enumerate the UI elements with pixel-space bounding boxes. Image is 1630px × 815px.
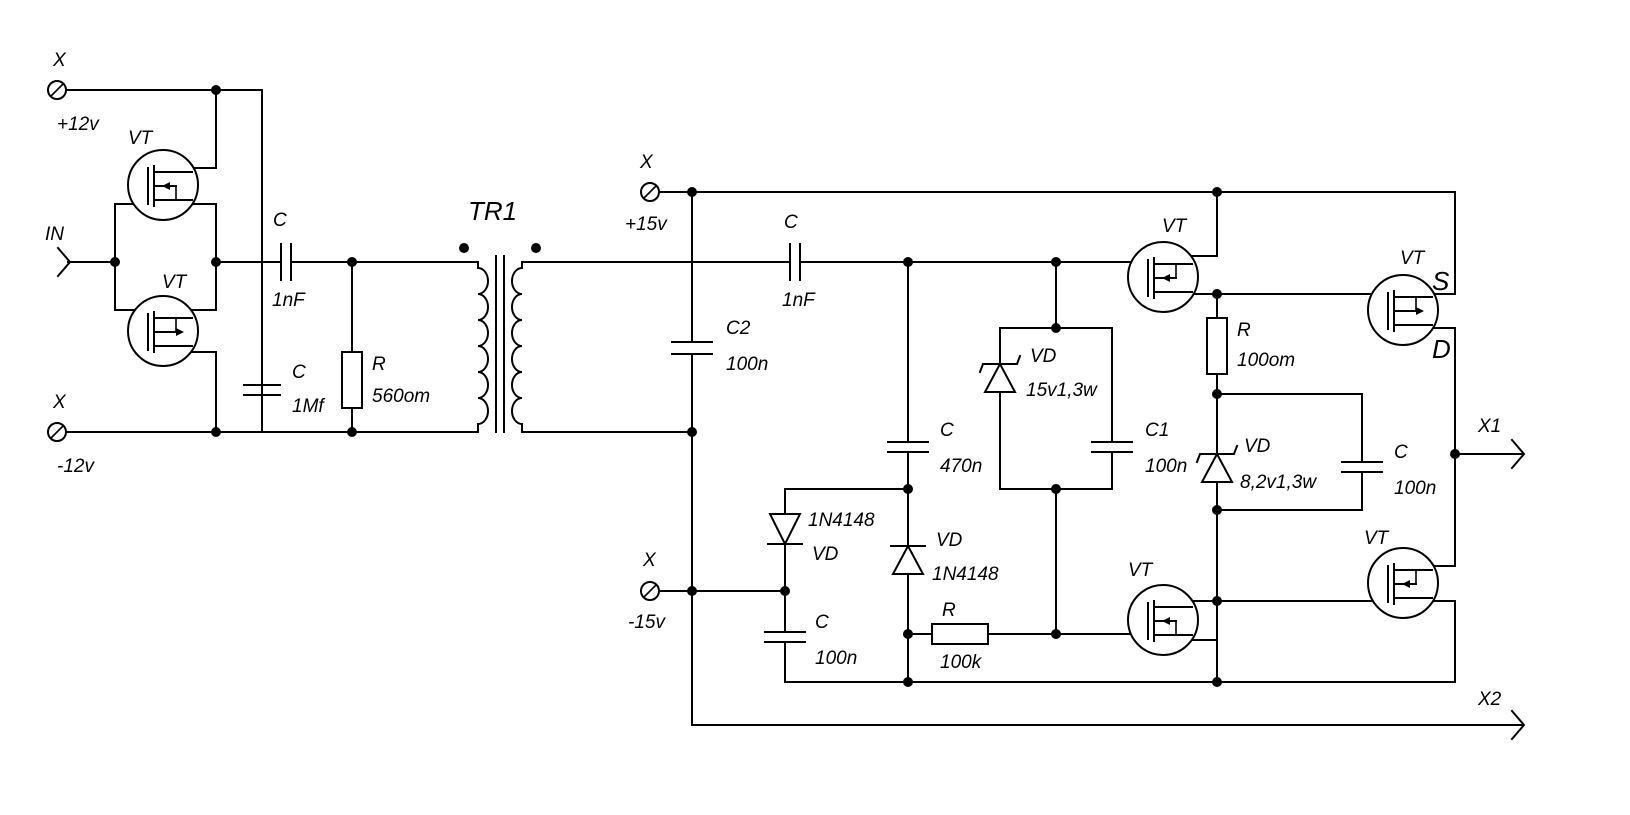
label-x2: X2 <box>1477 689 1502 710</box>
label-source-pin: S <box>1432 266 1450 296</box>
label-zener-82-value: 8,2v1,3w <box>1240 472 1317 493</box>
label-c-right-value: 100n <box>1394 478 1436 499</box>
mosfet-vt5 <box>1367 274 1439 346</box>
label-zener-15-value: 15v1,3w <box>1026 380 1098 401</box>
label-minus12v: -12v <box>57 456 95 477</box>
label-c2-value: 100n <box>726 354 768 375</box>
mosfet-vt3 <box>1127 241 1199 313</box>
label-x-plus15: X <box>639 152 654 173</box>
label-diode-left-name: 1N4148 <box>808 510 875 531</box>
input-arrow <box>56 246 72 278</box>
label-c-right-name: C <box>1394 442 1408 463</box>
zener-8v2 <box>1195 444 1239 483</box>
label-r-560-name: R <box>372 354 386 375</box>
label-drain-pin: D <box>1432 334 1451 364</box>
label-plus15v: +15v <box>625 214 668 235</box>
resistor-r-100k <box>931 623 989 645</box>
label-vt2: VT <box>162 272 188 293</box>
label-zener-15-name: VD <box>1030 346 1057 367</box>
capacitor-c-1mf <box>243 384 281 396</box>
wires-right <box>521 191 1523 726</box>
label-vt3: VT <box>1162 216 1188 237</box>
capacitor-c-470n <box>886 441 930 453</box>
terminal-minus12 <box>47 422 67 442</box>
terminal-minus15 <box>640 581 660 601</box>
label-vt6: VT <box>1364 528 1390 549</box>
label-vt5: VT <box>1400 248 1426 269</box>
label-c-1mf-name: C <box>292 362 306 383</box>
label-r-100om-name: R <box>1237 320 1251 341</box>
label-zener-82-name: VD <box>1244 436 1271 457</box>
label-c-470n-name: C <box>940 420 954 441</box>
label-r-100om-value: 100om <box>1237 350 1295 371</box>
label-c-470n-value: 470n <box>940 456 982 477</box>
label-vt4: VT <box>1128 560 1154 581</box>
label-c1-name: C1 <box>1145 420 1169 441</box>
mosfet-vt1 <box>127 149 199 221</box>
capacitor-c-100n-bottom <box>763 631 807 643</box>
label-x1: X1 <box>1477 416 1501 437</box>
labels: X +12v X -12v IN VT VT C 1nF C 1Mf R 560… <box>45 50 1502 710</box>
label-c-1nf-left-value: 1nF <box>272 290 306 311</box>
diode-1n4148-left <box>767 513 803 547</box>
label-in: IN <box>45 224 64 245</box>
mosfet-vt6 <box>1367 547 1439 619</box>
resistor-r-560om <box>341 351 363 409</box>
label-r-560-value: 560om <box>372 386 430 407</box>
capacitor-c-100n-right <box>1340 461 1384 473</box>
label-r-100k-value: 100k <box>940 652 983 673</box>
label-c-1mf-value: 1Mf <box>292 396 325 417</box>
label-c-1nf-left-name: C <box>273 210 287 231</box>
zener-15v <box>978 354 1022 393</box>
output-arrow-x1 <box>1510 438 1526 470</box>
label-r-100k-name: R <box>942 600 956 621</box>
label-tr1: TR1 <box>468 196 517 226</box>
label-c-bottom-value: 100n <box>815 648 857 669</box>
output-arrow-x2 <box>1510 709 1526 741</box>
capacitor-c-1nf-left <box>280 243 292 281</box>
mosfet-vt2 <box>127 295 199 367</box>
capacitor-c-1nf-right <box>789 243 801 281</box>
capacitor-c2-100n <box>670 341 714 355</box>
junction-dots <box>110 85 1460 687</box>
label-c2-name: C2 <box>726 318 751 339</box>
diode-1n4148-mid <box>890 543 926 575</box>
label-c-1nf-right-value: 1nF <box>782 290 816 311</box>
label-x-plus12: X <box>52 50 67 71</box>
resistor-r-100om <box>1206 317 1228 375</box>
mosfet-vt4 <box>1127 584 1199 656</box>
label-x-minus12: X <box>52 392 67 413</box>
label-minus15v: -15v <box>628 612 666 633</box>
label-vt1: VT <box>128 128 154 149</box>
transformer-tr1 <box>459 243 541 433</box>
label-diode-mid-name: VD <box>936 530 963 551</box>
terminal-plus12 <box>47 80 67 100</box>
label-c-bottom-name: C <box>815 612 829 633</box>
capacitor-c1-100n <box>1090 441 1134 453</box>
label-plus12v: +12v <box>57 114 100 135</box>
label-c-1nf-right-name: C <box>784 212 798 233</box>
label-diode-left-sub: VD <box>812 544 839 565</box>
label-x-minus15: X <box>642 550 657 571</box>
label-c1-value: 100n <box>1145 456 1187 477</box>
label-diode-mid-value: 1N4148 <box>932 564 999 585</box>
terminal-plus15 <box>640 182 660 202</box>
